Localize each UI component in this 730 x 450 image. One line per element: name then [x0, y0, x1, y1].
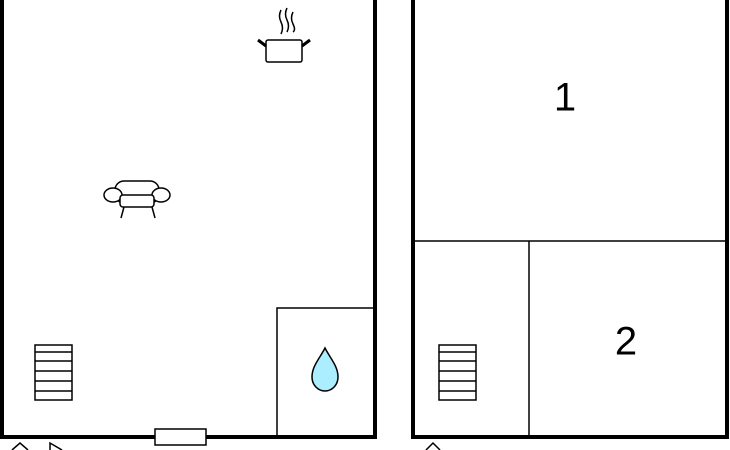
- stairs-icon: [34, 344, 73, 401]
- bathroom-partition: [276, 307, 375, 437]
- room-label-2: 2: [615, 320, 637, 364]
- window: [154, 428, 207, 446]
- left-floor: [0, 0, 377, 450]
- sofa-icon: [103, 180, 171, 219]
- stairs-icon: [438, 344, 477, 401]
- entrance-arrow-icon: [425, 441, 441, 450]
- right-floor: 1 2: [411, 0, 729, 450]
- water-drop-icon: [311, 346, 339, 392]
- room-label-1: 1: [554, 76, 576, 120]
- cooking-pot-icon: [257, 7, 311, 63]
- entrance-arrow-icon: [11, 441, 63, 450]
- right-floor-walls: [411, 0, 729, 439]
